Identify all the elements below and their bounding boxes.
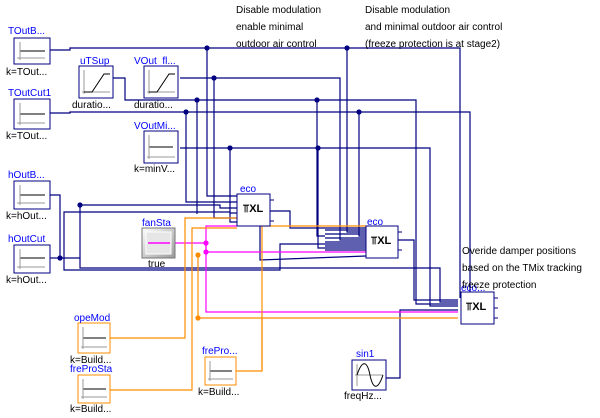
label-freProSta-name: freProSta	[70, 364, 113, 375]
annotation-top-left-line-1: Disable modulation	[236, 5, 322, 16]
label-freProSta-param: k=Build...	[70, 404, 112, 415]
annotation-right-line-3: freeze protection	[462, 280, 537, 291]
label-frePro-name: frePro...	[202, 346, 238, 357]
label-vOutFlow-name: VOut_fl...	[134, 56, 176, 67]
block-vOutMin[interactable]	[143, 130, 179, 164]
annotation-top-left-line-2: enable minimal	[236, 22, 304, 33]
label-vOutFlow-param: duratio...	[134, 100, 173, 111]
label-sin1-name: sin1	[356, 349, 375, 360]
label-tOutBou-name: TOutB...	[8, 26, 46, 37]
label-eco2-name: eco	[367, 217, 384, 228]
integer-junctions	[195, 252, 201, 321]
annotation-top-right: Disable modulation and minimal outdoor a…	[365, 2, 502, 53]
block-eco2[interactable]	[365, 225, 402, 259]
label-fanSta-param: true	[148, 259, 166, 270]
label-tOutCut1-param: k=TOut...	[6, 131, 48, 142]
label-hOutBou-param: k=hOut...	[6, 211, 47, 222]
label-opeMod-name: opeMod	[74, 313, 111, 324]
label-sin1-param: freqHz...	[344, 391, 382, 402]
label-hOutCut-param: k=hOut...	[6, 275, 47, 286]
label-eco1-glyph: ⫪XL	[243, 203, 264, 215]
block-eco1[interactable]	[236, 193, 274, 227]
label-hOutBou-name: hOutB...	[8, 170, 45, 181]
annotation-right-line-1: Overide damper positions	[462, 246, 576, 257]
label-eco2-glyph: ⫪XL	[371, 235, 392, 247]
annotation-right: Overide damper positions based on the TM…	[462, 243, 582, 294]
annotation-top-right-line-1: Disable modulation	[365, 5, 451, 16]
annotation-top-right-line-3: (freeze protection is at stage2)	[365, 39, 501, 50]
junction-dots	[57, 45, 362, 261]
label-tOutCut1-name: TOutCut1	[8, 88, 52, 99]
block-tOutCut1[interactable]	[13, 98, 51, 130]
block-hOutCut[interactable]	[13, 244, 51, 274]
block-fanSta[interactable]	[141, 227, 176, 259]
label-tOutBou-param: k=TOut...	[6, 67, 48, 78]
label-uTSup-name: uTSup	[80, 56, 110, 67]
label-opeMod-param: k=Build...	[70, 355, 112, 366]
block-frePro[interactable]	[204, 356, 237, 386]
block-vOutFlow[interactable]	[143, 65, 179, 99]
annotation-top-left-line-3: outdoor air control	[236, 39, 317, 50]
block-freProSta[interactable]	[77, 374, 111, 404]
label-vOutMin-param: k=minV...	[134, 164, 176, 175]
label-fanSta-name: fanSta	[142, 218, 171, 229]
block-eco3[interactable]	[460, 291, 498, 325]
block-tOutBou[interactable]	[13, 37, 51, 65]
annotation-right-line-2: based on the TMix tracking	[462, 263, 582, 274]
label-frePro-param: k=Build...	[198, 387, 240, 398]
label-eco1-name: eco	[240, 184, 257, 195]
annotation-top-right-line-2: and minimal outdoor air control	[365, 22, 503, 33]
label-eco3-glyph: ⫪XL	[466, 301, 487, 313]
block-opeMod[interactable]	[77, 322, 111, 354]
block-sin1[interactable]	[351, 359, 387, 391]
annotation-top-left: Disable modulation enable minimal outdoo…	[236, 2, 321, 53]
block-hOutBou[interactable]	[13, 180, 51, 210]
label-vOutMin-name: VOutMi...	[134, 121, 176, 132]
label-uTSup-param: duratio...	[72, 100, 111, 111]
label-hOutCut-name: hOutCut	[8, 234, 46, 245]
block-uTSup[interactable]	[78, 65, 114, 99]
real-connections	[50, 47, 471, 379]
boolean-junctions	[203, 240, 209, 255]
label-eco3-name: eco...	[461, 283, 486, 294]
